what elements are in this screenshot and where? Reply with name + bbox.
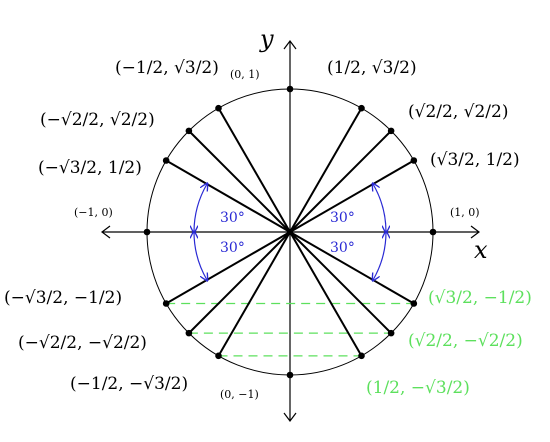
point-label-p45: (√2/2, √2/2) bbox=[408, 102, 508, 122]
point-p225 bbox=[185, 329, 193, 337]
point-label-p300: (1/2, −√3/2) bbox=[366, 378, 470, 398]
radial-line-p330 bbox=[289, 231, 415, 305]
x-axis-label: x bbox=[474, 236, 488, 264]
angle-arcs: 30° 30° 30° 30° bbox=[194, 184, 386, 280]
angle-label-right-lower: 30° bbox=[330, 240, 355, 256]
angle-label-left-lower: 30° bbox=[220, 240, 245, 256]
radial-line-p315 bbox=[289, 231, 392, 334]
point-p315 bbox=[387, 329, 395, 337]
point-label-p0: (1, 0) bbox=[450, 206, 480, 219]
y-axis-label: y bbox=[259, 25, 274, 53]
point-p60 bbox=[358, 104, 365, 112]
point-label-p180: (−1, 0) bbox=[74, 206, 113, 219]
point-p120 bbox=[215, 104, 222, 112]
point-label-p30: (√3/2, 1/2) bbox=[430, 150, 520, 170]
point-label-p270: (0, −1) bbox=[220, 388, 259, 401]
point-p210 bbox=[162, 300, 170, 307]
arc-left-upper bbox=[194, 184, 207, 232]
point-p330 bbox=[410, 300, 418, 307]
angle-label-left-upper: 30° bbox=[220, 210, 245, 226]
arc-right-lower bbox=[373, 232, 386, 280]
radial-line-p300 bbox=[289, 231, 363, 357]
point-label-p135: (−√2/2, √2/2) bbox=[40, 110, 155, 130]
radial-lines bbox=[165, 107, 415, 357]
point-p180 bbox=[143, 228, 151, 236]
x-axis-arrow-right bbox=[470, 225, 480, 239]
radial-line-p225 bbox=[188, 231, 291, 334]
point-p45 bbox=[387, 127, 395, 135]
angle-label-right-upper: 30° bbox=[330, 210, 355, 226]
radial-line-p30 bbox=[289, 159, 415, 233]
point-label-p240: (−1/2, −√3/2) bbox=[70, 374, 188, 394]
point-label-p315: (√2/2, −√2/2) bbox=[408, 331, 523, 351]
point-p135 bbox=[185, 127, 193, 135]
circle-points bbox=[143, 85, 437, 379]
radial-line-p150 bbox=[165, 159, 291, 233]
point-label-p225: (−√2/2, −√2/2) bbox=[18, 333, 147, 353]
point-label-p90: (0, 1) bbox=[230, 68, 260, 81]
coordinate-labels: (1, 0) (√3/2, 1/2) (√2/2, √2/2) (1/2, √3… bbox=[4, 58, 532, 401]
radial-line-p60 bbox=[289, 107, 363, 233]
point-p150 bbox=[162, 157, 170, 164]
point-p270 bbox=[286, 371, 294, 379]
point-label-p210: (−√3/2, −1/2) bbox=[4, 288, 122, 308]
radial-line-p135 bbox=[188, 130, 291, 233]
radial-line-p45 bbox=[289, 130, 392, 233]
arc-right-upper bbox=[373, 184, 386, 232]
point-p0 bbox=[429, 228, 437, 236]
point-label-p330: (√3/2, −1/2) bbox=[428, 288, 532, 308]
point-p30 bbox=[410, 157, 418, 164]
symmetry-guides bbox=[166, 302, 414, 357]
point-label-p150: (−√3/2, 1/2) bbox=[38, 158, 142, 178]
point-label-p60: (1/2, √3/2) bbox=[327, 58, 417, 78]
point-p90 bbox=[286, 85, 294, 93]
point-p300 bbox=[358, 352, 365, 360]
point-p240 bbox=[215, 352, 222, 360]
point-label-p120: (−1/2, √3/2) bbox=[115, 58, 219, 78]
y-axis-arrow-top bbox=[283, 40, 297, 50]
radial-line-p210 bbox=[165, 231, 291, 305]
x-axis-arrow-left bbox=[101, 225, 111, 239]
radial-line-p120 bbox=[217, 107, 291, 233]
y-axis-arrow-bottom bbox=[283, 412, 297, 422]
radial-line-p240 bbox=[217, 231, 291, 357]
arc-left-lower bbox=[194, 232, 207, 280]
